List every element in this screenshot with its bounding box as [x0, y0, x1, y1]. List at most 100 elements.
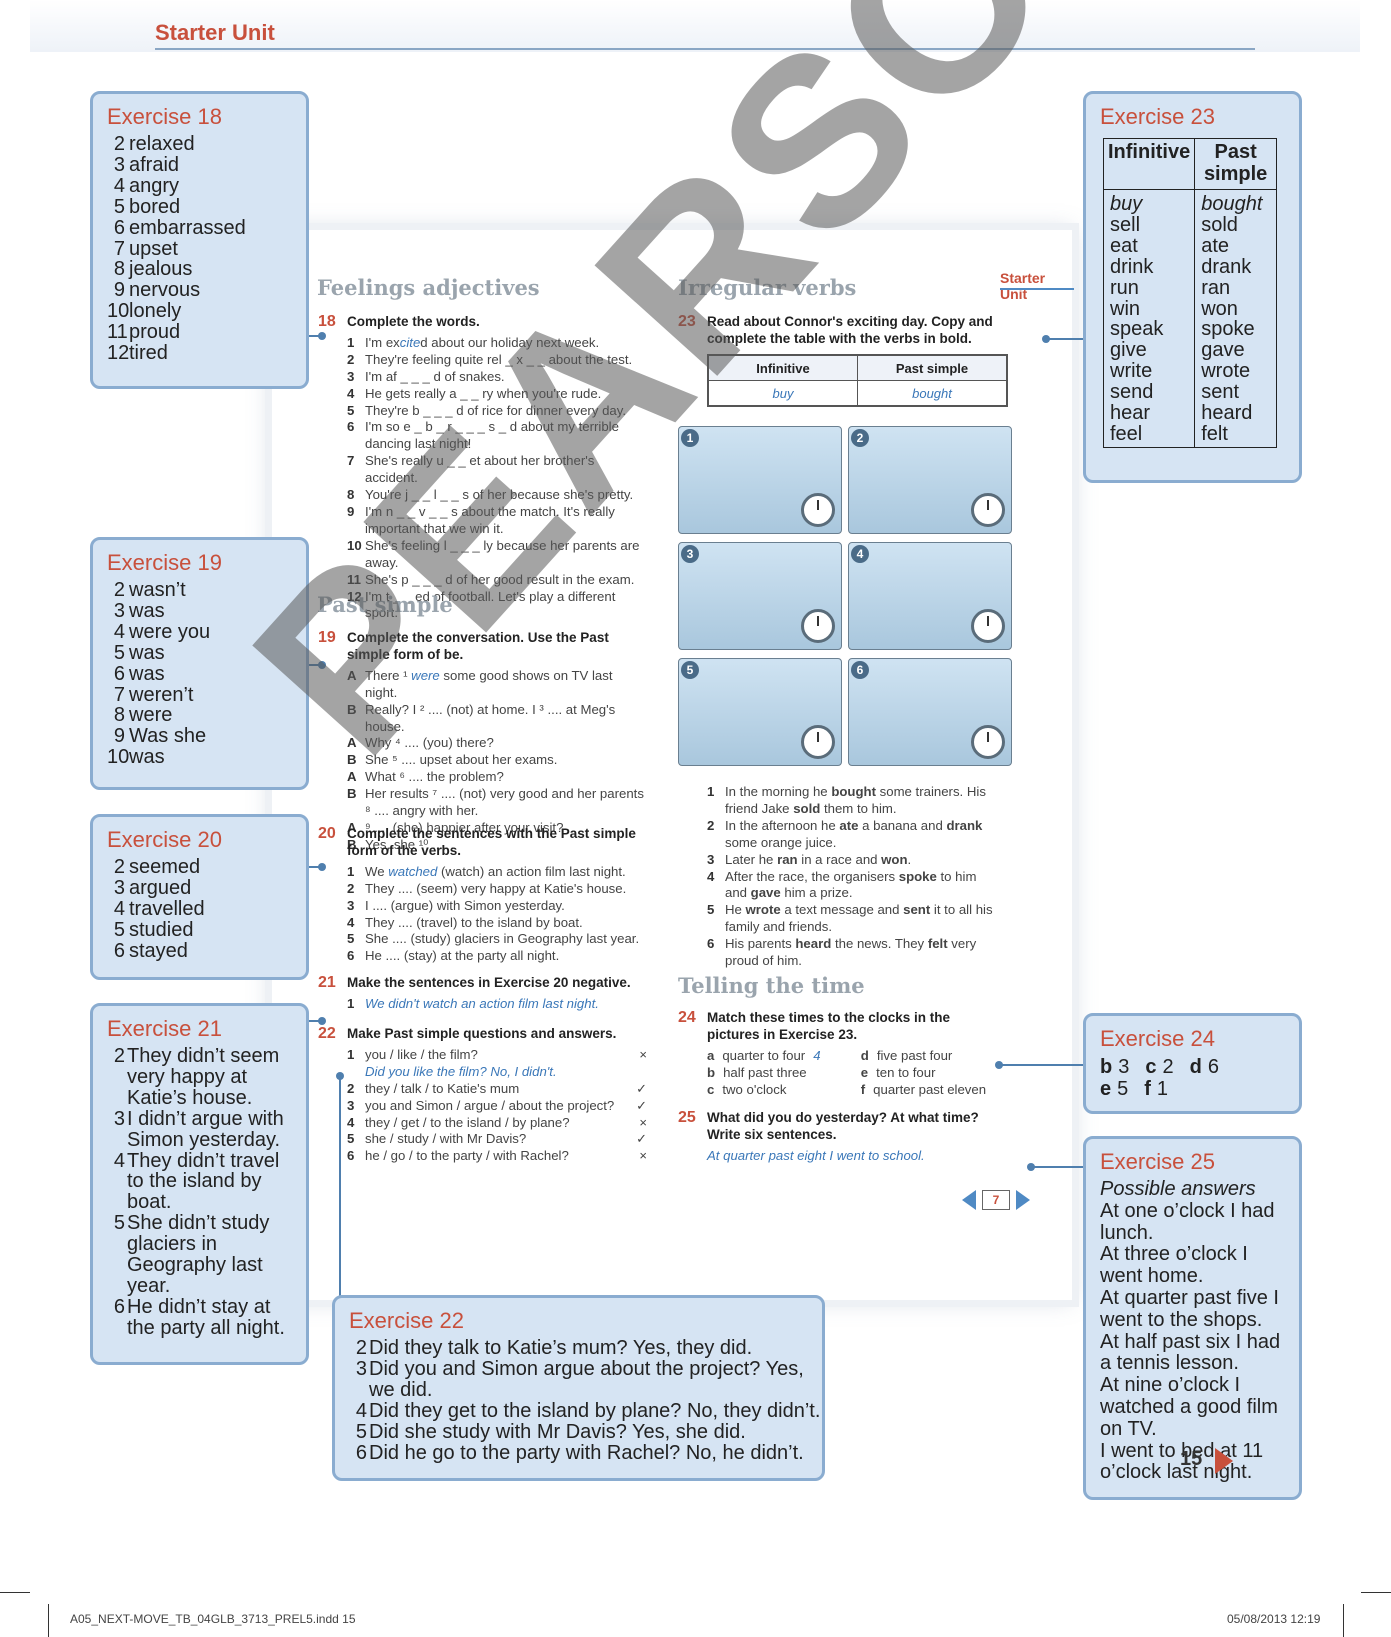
answer-item-number: 3 [113, 599, 125, 622]
answer-item-number: 4 [113, 1149, 125, 1172]
answer-item-number: 7 [113, 237, 125, 260]
answer-item-number: 4 [113, 897, 125, 920]
exercise-24-option-text: quarter past eleven [873, 1081, 987, 1097]
exercise-22-item-text: he / go / to the party / with Rachel? [365, 1148, 569, 1164]
exercise-18-item-number: 5 [347, 402, 355, 418]
exercise-18-item-number: 2 [347, 351, 355, 367]
answer-item-text: was [129, 641, 165, 664]
exercise-18-item-text: She's really u _ _ et about her brother'… [365, 453, 595, 486]
answer-23-past: heard [1201, 402, 1253, 425]
answer-item-text: was [129, 662, 165, 685]
verb-table-cell-past: bought [857, 380, 1008, 407]
answer-23-infinitive: hear [1110, 402, 1151, 425]
exercise-23-instruction: Read about Connor's exciting day. Copy a… [707, 314, 993, 346]
exercise-18-item-number: 8 [347, 487, 355, 503]
answer-item-text: Did she study with Mr Davis? Yes, she di… [369, 1420, 746, 1443]
exercise-24-option-text: quarter to four [722, 1047, 806, 1063]
answer-25-line: At quarter past five I went to the shops… [1100, 1286, 1279, 1331]
story-item-number: 3 [707, 851, 715, 867]
exercise-22-item-text: you and Simon / argue / about the projec… [365, 1097, 615, 1113]
answer-24-letter: d [1189, 1056, 1202, 1078]
page-next-arrow[interactable] [1016, 1190, 1030, 1210]
exercise-18-item-number: 3 [347, 368, 355, 384]
footer-file: A05_NEXT-MOVE_TB_04GLB_3713_PREL5.indd 1… [70, 1612, 356, 1626]
answer-list-25: At one o’clock I had lunch.At three o’cl… [1100, 1200, 1299, 1484]
answer-box-25: Exercise 25 Possible answers At one o’cl… [1083, 1136, 1302, 1500]
exercise-19-instruction: Complete the conversation. Use the Past … [347, 630, 609, 662]
answer-23-infinitive: feel [1110, 422, 1143, 445]
exercise-25-instruction: What did you do yesterday? At what time?… [707, 1110, 979, 1142]
crop-mark [48, 1604, 49, 1637]
next-page-arrow[interactable] [1215, 1448, 1233, 1474]
answer-23-infinitive: win [1110, 297, 1141, 320]
exercise-24-option-letter: b [707, 1064, 716, 1080]
exercise-18-item-number: 1 [347, 334, 355, 350]
answer-item-number: 7 [113, 683, 125, 706]
answer-item-number: 10 [107, 746, 130, 769]
exercise-19-speaker: B [347, 786, 357, 802]
answer-item-number: 12 [107, 342, 130, 365]
connector-21 [297, 1020, 322, 1022]
exercise-20-item-text: They .... (seem) very happy at Katie's h… [365, 880, 627, 896]
story-item-number: 6 [707, 936, 715, 952]
exercise-24-option-answer: 4 [813, 1047, 821, 1063]
answer-23-past: felt [1201, 422, 1228, 445]
answer-box-19-title: Exercise 19 [107, 550, 222, 575]
connector-25 [1030, 1166, 1083, 1168]
answer-item-text: afraid [129, 153, 180, 176]
exercise-19-line-answer: were [411, 667, 440, 683]
connector-24 [998, 1064, 1083, 1066]
exercise-19-line: B Her results ⁷ .... (not) very good and … [347, 786, 647, 820]
story-item-text: After the race, the organisers spoke to … [725, 868, 977, 901]
answer-23-infinitive: buy [1110, 193, 1143, 215]
exercise-25-example: At quarter past eight I went to school. [707, 1147, 925, 1163]
answer-24-number: 6 [1207, 1056, 1219, 1078]
exercise-22-item-text: they / talk / to Katie's mum [365, 1080, 520, 1096]
story-picture-5: 5 [678, 658, 842, 766]
exercise-22-item-number: 6 [347, 1148, 355, 1164]
answer-item-text: travelled [129, 897, 205, 920]
answer-item-text: relaxed [129, 133, 195, 155]
exercise-22-item-number: 2 [347, 1080, 355, 1096]
answer-item-text: jealous [129, 258, 193, 281]
top-band [30, 0, 1360, 52]
answer-23-infinitive: give [1110, 339, 1147, 362]
answer-item-number: 2 [355, 1337, 367, 1359]
page-prev-arrow[interactable] [962, 1190, 976, 1210]
picture-number-badge: 2 [851, 429, 869, 447]
answer-item-text: Did they get to the island by plane? No,… [369, 1399, 821, 1422]
exercise-19-line-text: Her results ⁷ .... (not) very good and h… [365, 786, 644, 819]
exercise-20-item-answer: watched [388, 863, 438, 879]
answer-24-number: 5 [1117, 1078, 1129, 1100]
connector-19 [297, 664, 322, 666]
exercise-19-line-text: There ¹ [365, 667, 412, 683]
exercise-20-item-text: We [365, 863, 389, 879]
answer-item-number: 6 [113, 662, 125, 685]
exercise-18-item-text: I'm t _ _ ed of football. Let's play a d… [365, 588, 616, 621]
exercise-20-item-text: They .... (travel) to the island by boat… [365, 914, 583, 930]
